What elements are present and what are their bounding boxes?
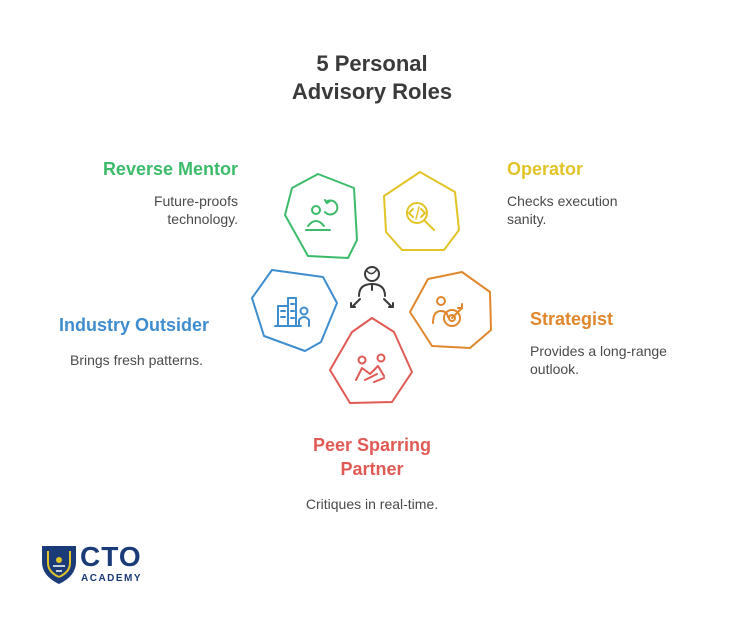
person-network-icon xyxy=(350,266,394,308)
label-industry-outsider: Industry Outsider xyxy=(59,315,210,335)
title-line-1: 5 Personal xyxy=(316,51,428,76)
hexagon-reverse-mentor xyxy=(284,173,358,259)
building-person-icon xyxy=(274,297,310,327)
hexagon-operator xyxy=(383,171,460,251)
desc-operator: Checks execution sanity. xyxy=(507,192,618,228)
title-line-2: Advisory Roles xyxy=(291,79,453,104)
desc-peer-sparring-line-1: Critiques in real-time. xyxy=(305,496,439,512)
cto-academy-logo-shield xyxy=(42,546,76,584)
desc-strategist-line-1: Provides a long-range xyxy=(530,343,667,359)
desc-reverse-mentor-line-2: technology. xyxy=(167,211,238,227)
label-strategist: Strategist xyxy=(530,309,614,329)
label-peer-sparring-partner: Peer Sparring Partner xyxy=(222,433,522,481)
people-refresh-icon xyxy=(305,199,339,231)
label-peer-sparring-line-1: Peer Sparring xyxy=(312,435,432,455)
label-operator: Operator xyxy=(507,159,584,179)
hexagon-strategist xyxy=(409,271,492,349)
person-target-icon xyxy=(432,296,463,327)
page-title: 5 Personal Advisory Roles xyxy=(0,50,744,106)
desc-operator-line-2: sanity. xyxy=(507,211,547,227)
logo-academy: ACADEMY xyxy=(81,573,143,584)
code-magnify-icon xyxy=(406,202,435,231)
desc-reverse-mentor: Future-proofs technology. xyxy=(40,192,238,228)
desc-strategist-line-2: outlook. xyxy=(530,361,580,377)
label-reverse-mentor: Reverse Mentor xyxy=(102,159,238,179)
label-peer-sparring-line-2: Partner xyxy=(340,459,404,479)
desc-operator-line-1: Checks execution xyxy=(507,193,618,209)
desc-peer-sparring-partner: Critiques in real-time. xyxy=(222,495,522,513)
desc-industry-outsider-line-1: Brings fresh patterns. xyxy=(70,352,204,368)
desc-industry-outsider: Brings fresh patterns. xyxy=(70,351,203,369)
sparring-icon xyxy=(355,353,386,383)
hexagon-industry-outsider xyxy=(251,269,338,352)
hexagon-peer-sparring-partner xyxy=(329,317,413,404)
logo-cto: CTO xyxy=(80,541,142,572)
desc-reverse-mentor-line-1: Future-proofs xyxy=(153,193,238,209)
desc-strategist: Provides a long-range outlook. xyxy=(530,342,667,378)
